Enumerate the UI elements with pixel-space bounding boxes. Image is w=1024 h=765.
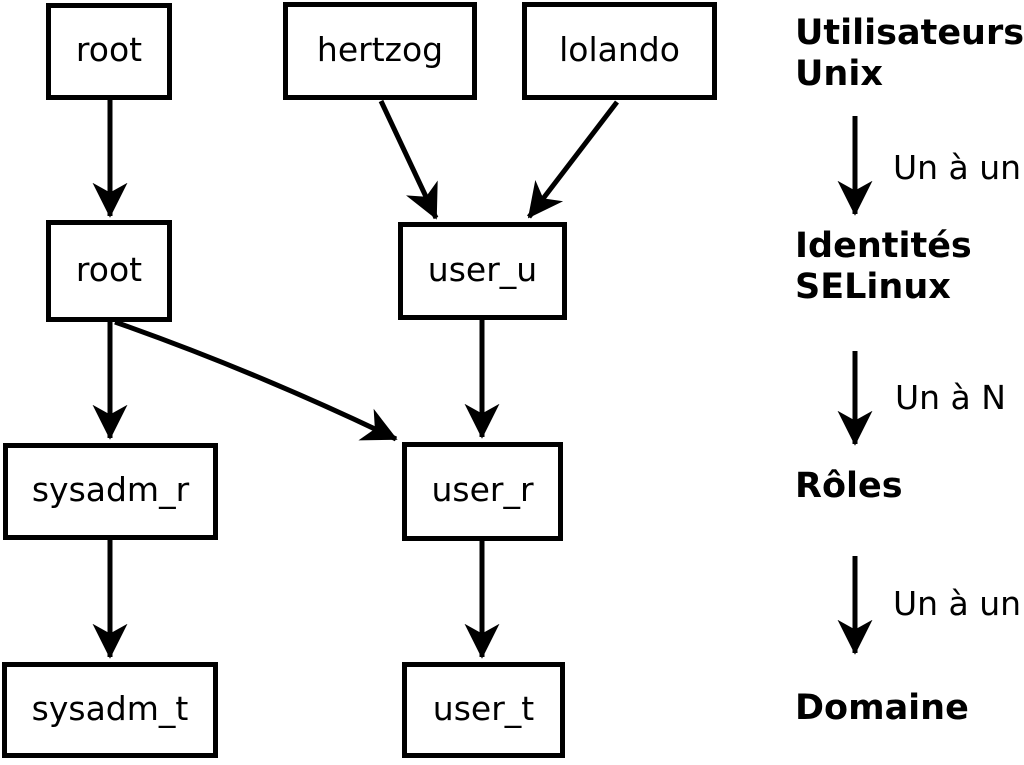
node-selinux-identity-root: root xyxy=(46,220,172,322)
node-role-sysadm_r: sysadm_r xyxy=(3,443,218,540)
legend-mapping-selinux-to-roles: Un à N xyxy=(895,378,1006,417)
legend-mapping-roles-to-domains: Un à un xyxy=(893,584,1022,623)
node-role-user_r: user_r xyxy=(402,442,563,541)
legend-stage-roles: Rôles xyxy=(795,466,903,506)
legend-stage-selinux-identities: Identités SELinux xyxy=(795,226,972,307)
node-domain-user_t: user_t xyxy=(402,662,565,758)
edge-root-to-user_r xyxy=(114,319,398,442)
node-unix-user-root: root xyxy=(46,3,172,100)
legend-mapping-unix-to-selinux: Un à un xyxy=(893,148,1022,187)
node-selinux-identity-user_u: user_u xyxy=(398,222,567,320)
node-unix-user-hertzog: hertzog xyxy=(283,2,477,100)
legend-stage-domain: Domaine xyxy=(795,688,969,728)
node-domain-sysadm_t: sysadm_t xyxy=(2,662,218,758)
legend-stage-unix-users: Utilisateurs Unix xyxy=(795,13,1024,94)
node-unix-user-lolando: lolando xyxy=(522,2,717,100)
edge-hertzog-to-user_u xyxy=(378,99,439,220)
edge-lolando-to-user_u xyxy=(527,100,619,219)
